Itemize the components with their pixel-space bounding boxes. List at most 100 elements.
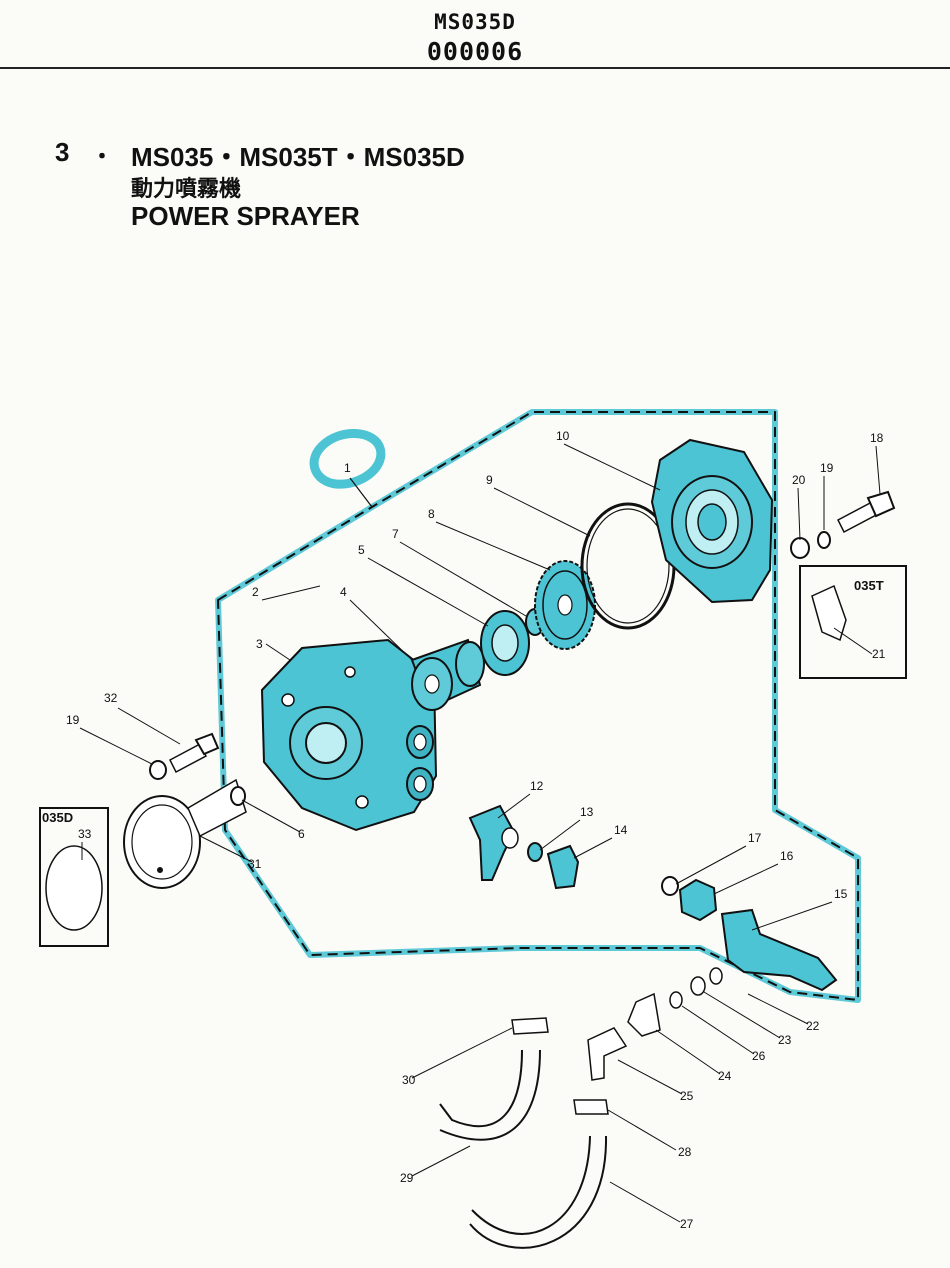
- hose-clamp-28: [573, 1099, 609, 1115]
- elbow-25: [587, 1027, 628, 1081]
- pump-cover: [650, 438, 774, 604]
- ring-23: [690, 976, 706, 996]
- leader-4: [349, 599, 413, 661]
- callout-labels: 1234567891012131415161718192021222324252…: [66, 429, 886, 1231]
- callout-19: 19: [820, 461, 834, 475]
- hose-clamp-30: [511, 1017, 549, 1035]
- nut-13: [527, 842, 543, 862]
- callout-16: 16: [780, 849, 794, 863]
- callout-8: 8: [428, 507, 435, 521]
- leader-3: [265, 643, 291, 661]
- callout-30: 30: [402, 1073, 416, 1087]
- leader-25: [617, 1059, 683, 1095]
- wing-nut-24: [627, 992, 661, 1037]
- washer-22: [709, 967, 723, 985]
- assembly-boundary-highlight: [215, 409, 861, 1003]
- small-o-ring: [230, 786, 246, 806]
- callout-27: 27: [680, 1217, 694, 1231]
- leader-1: [349, 477, 373, 508]
- leader-14: [573, 837, 613, 859]
- leader-26: [681, 1005, 755, 1055]
- leader-22: [747, 993, 809, 1025]
- callout-5: 5: [358, 543, 365, 557]
- wing-cap: [546, 844, 580, 890]
- header-page-code: 000006: [426, 37, 524, 66]
- callout-1: 1: [344, 461, 351, 475]
- gear: [534, 560, 596, 650]
- callout-26: 26: [752, 1049, 766, 1063]
- callout-2: 2: [252, 585, 259, 599]
- callout-7: 7: [392, 527, 399, 541]
- callout-21: 21: [872, 647, 886, 661]
- leader-32: [117, 707, 181, 745]
- leader-lines: [79, 443, 881, 1223]
- callout-13: 13: [580, 805, 594, 819]
- leader-15: [751, 901, 833, 931]
- leader-17: [675, 845, 747, 885]
- bolt-left: [169, 732, 220, 774]
- variant-box-035t: 035T: [799, 565, 907, 679]
- callout-4: 4: [340, 585, 347, 599]
- variant-label-035t: 035T: [854, 578, 884, 593]
- callout-18: 18: [870, 431, 884, 445]
- leader-31: [199, 835, 253, 863]
- leader-19-left: [79, 727, 153, 765]
- section-name-jp: 動力噴霧機: [131, 176, 242, 201]
- callout-29: 29: [400, 1171, 414, 1185]
- leader-2: [261, 585, 321, 601]
- header-rule: [0, 67, 950, 69]
- leader-20: [797, 487, 801, 541]
- leader-7: [399, 541, 527, 617]
- leader-23: [703, 991, 781, 1039]
- ring-26: [669, 991, 683, 1009]
- callout-22: 22: [806, 1019, 820, 1033]
- leader-12: [497, 793, 531, 819]
- section-number: 3: [55, 137, 70, 167]
- leader-18: [875, 445, 881, 495]
- callout-15: 15: [834, 887, 848, 901]
- callout-24: 24: [718, 1069, 732, 1083]
- callout-28: 28: [678, 1145, 692, 1159]
- o-ring-17: [661, 876, 679, 896]
- leader-27: [609, 1181, 681, 1223]
- callout-25: 25: [680, 1089, 694, 1103]
- variant-label-035d: 035D: [42, 810, 73, 825]
- leader-24: [655, 1029, 721, 1075]
- leader-6: [241, 799, 301, 833]
- callout-3: 3: [256, 637, 263, 651]
- flat-washer: [790, 537, 810, 559]
- leader-5: [367, 557, 489, 627]
- callout-19-left: 19: [66, 713, 80, 727]
- leader-28: [607, 1109, 677, 1151]
- hex-nut-16: [678, 878, 718, 922]
- piston: [410, 638, 485, 711]
- callout-12: 12: [530, 779, 544, 793]
- page-header: MS035D 000006: [0, 0, 950, 70]
- leader-13: [539, 819, 581, 851]
- leader-29: [411, 1145, 471, 1177]
- elbow-fitting: [468, 804, 519, 881]
- callout-23: 23: [778, 1033, 792, 1047]
- leader-9: [493, 487, 591, 537]
- bearing: [480, 610, 530, 676]
- callout-17: 17: [748, 831, 762, 845]
- header-model: MS035D: [434, 10, 516, 34]
- section-name-en: POWER SPRAYER: [131, 201, 360, 231]
- callout-32: 32: [104, 691, 118, 705]
- bolt-top: [837, 490, 896, 534]
- callout-1-highlight: [309, 429, 386, 489]
- leader-10: [563, 443, 661, 491]
- spring-washer: [817, 531, 831, 549]
- washer-left: [149, 760, 167, 780]
- callout-10: 10: [556, 429, 570, 443]
- callout-6: 6: [298, 827, 305, 841]
- section-models: MS035・MS035T・MS035D: [131, 142, 465, 172]
- leader-8: [435, 521, 551, 571]
- callout-20: 20: [792, 473, 806, 487]
- return-hose: [469, 1135, 608, 1249]
- leader-30: [411, 1027, 513, 1079]
- pump-case: [260, 638, 438, 832]
- tee-fitting: [720, 908, 838, 992]
- section-separator: ・: [91, 144, 114, 169]
